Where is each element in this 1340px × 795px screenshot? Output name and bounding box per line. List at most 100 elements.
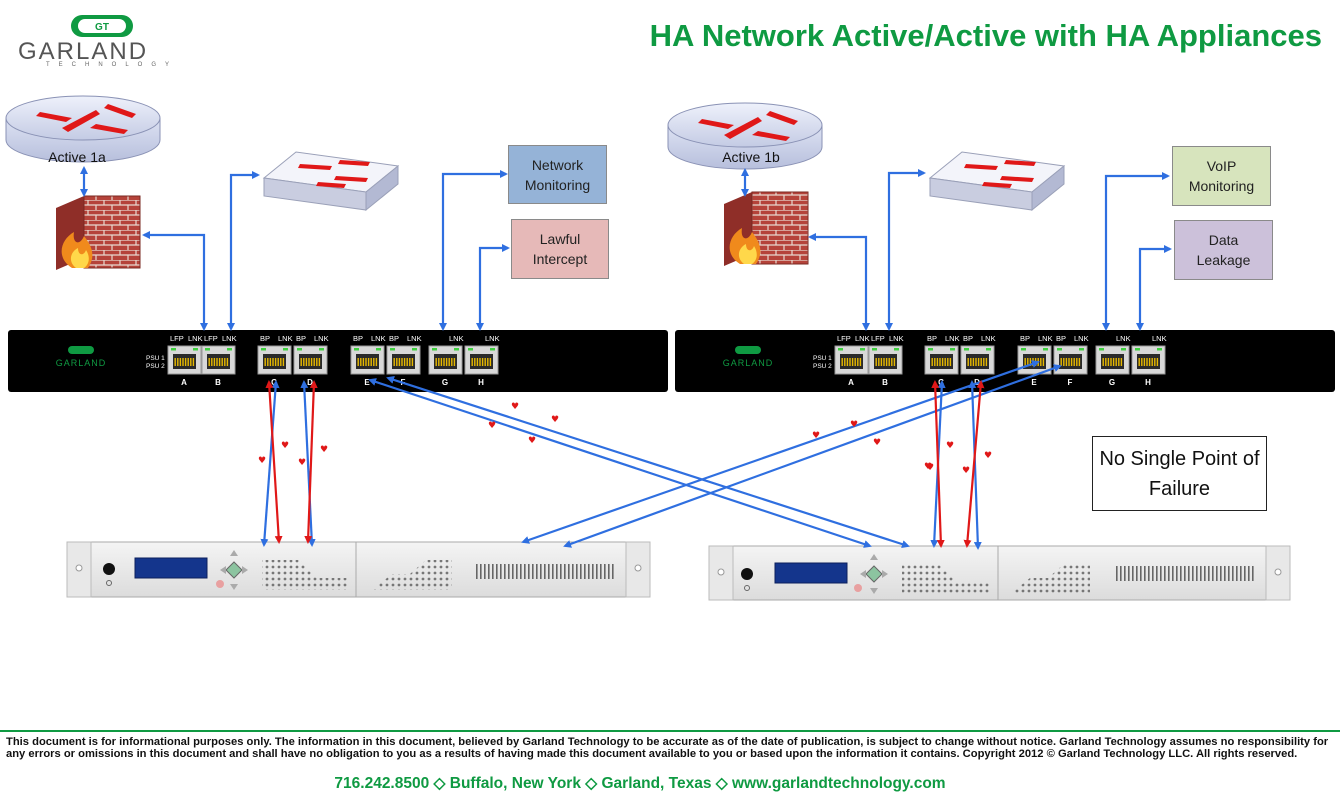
port-label: B: [215, 378, 221, 387]
port-top-label: LNK: [855, 334, 870, 343]
firewall-1b-icon: [724, 191, 809, 266]
psu-label: PSU 2: [813, 363, 832, 370]
footer-divider: [0, 730, 1340, 732]
port-label: G: [442, 378, 448, 387]
port-top-label: LFP: [170, 334, 184, 343]
psu-label: PSU 1: [146, 355, 165, 362]
heart-icon: ♥: [873, 438, 881, 448]
router-active-1a-icon: [5, 95, 161, 163]
power-button-left-icon: [103, 563, 115, 575]
page-title: HA Network Active/Active with HA Applian…: [649, 18, 1322, 53]
tool-lawful-intercept: Lawful Intercept: [511, 219, 609, 279]
port-top-label: LNK: [278, 334, 293, 343]
router-active-1b-icon: [667, 102, 823, 170]
heart-icon: ♥: [320, 445, 328, 455]
port-label: A: [181, 378, 187, 387]
heart-icon: ♥: [511, 402, 519, 412]
ha-appliance-right: [708, 545, 1291, 601]
port-label: G: [1109, 378, 1115, 387]
port-top-label: BP: [963, 334, 973, 343]
heart-icon: ♥: [528, 436, 536, 446]
port-top-label: LNK: [371, 334, 386, 343]
power-button-right-icon: [741, 568, 753, 580]
keypad-left-icon: [216, 550, 248, 590]
port-top-label: LFP: [837, 334, 851, 343]
network-diagram: Active 1a Network Monitoring Lawful Inte…: [5, 95, 1335, 601]
port-top-label: LNK: [1116, 334, 1131, 343]
blue-links: [80, 166, 1172, 550]
port-label: B: [882, 378, 888, 387]
tap-port-h: LNK H: [1131, 334, 1167, 387]
logo-badge-icon: GT: [71, 15, 133, 37]
heart-icon: ♥: [924, 462, 932, 472]
port-top-label: BP: [1020, 334, 1030, 343]
ha-appliance-left: [66, 541, 651, 598]
keypad-right-icon: [854, 554, 888, 594]
lcd-display-right: [774, 562, 848, 584]
heart-icon: ♥: [488, 421, 496, 431]
heart-icon: ♥: [984, 451, 992, 461]
port-top-label: BP: [927, 334, 937, 343]
psu-label: PSU 2: [146, 363, 165, 370]
heart-icon: ♥: [258, 456, 266, 466]
port-label: H: [478, 378, 484, 387]
firewall-1a-icon: [56, 195, 141, 270]
psu-label: PSU 1: [813, 355, 832, 362]
tap-port-g: LNK G: [1095, 334, 1131, 387]
port-top-label: LFP: [871, 334, 885, 343]
logo-word: GARLAND: [18, 38, 149, 65]
port-top-label: BP: [1056, 334, 1066, 343]
heart-icon: ♥: [298, 458, 306, 468]
port-top-label: LNK: [449, 334, 464, 343]
port-top-label: LFP: [204, 334, 218, 343]
heart-icon: ♥: [962, 466, 970, 476]
port-top-label: LNK: [222, 334, 237, 343]
port-top-label: BP: [260, 334, 270, 343]
tap-port-e: BP LNK E: [350, 334, 386, 387]
port-top-label: LNK: [981, 334, 996, 343]
heart-icon: ♥: [551, 415, 559, 425]
tool-network-monitoring: Network Monitoring: [508, 145, 607, 204]
heart-icon: ♥: [281, 441, 289, 451]
router-label-1a: Active 1a: [48, 149, 106, 165]
port-top-label: LNK: [1038, 334, 1053, 343]
port-top-label: LNK: [1074, 334, 1089, 343]
port-label: H: [1145, 378, 1151, 387]
tool-data-leakage: Data Leakage: [1174, 220, 1273, 280]
red-links: [265, 380, 985, 548]
logo-tagline: TECHNOLOGY: [46, 62, 179, 68]
switch-1a-icon: [262, 151, 400, 212]
tap-logo-text: GARLAND: [723, 358, 774, 368]
tap-port-b: LFP LNK B: [201, 334, 237, 387]
logo-badge-text: GT: [95, 22, 109, 33]
port-top-label: LNK: [889, 334, 904, 343]
port-top-label: LNK: [188, 334, 203, 343]
footer-contact: 716.242.8500 ◇ Buffalo, New York ◇ Garla…: [334, 775, 946, 792]
port-top-label: LNK: [1152, 334, 1167, 343]
port-top-label: LNK: [485, 334, 500, 343]
tap-logo-text: GARLAND: [56, 358, 107, 368]
heart-icon: ♥: [812, 431, 820, 441]
port-top-label: LNK: [314, 334, 329, 343]
switch-1b-icon: [928, 151, 1066, 212]
tool-voip-monitoring: VoIP Monitoring: [1172, 146, 1271, 206]
port-label: A: [848, 378, 854, 387]
tap-logo-icon: [68, 346, 94, 354]
port-label: E: [1031, 378, 1037, 387]
port-label: F: [1068, 378, 1073, 387]
heartbeat-markers: ♥♥♥♥♥♥♥♥♥♥♥♥♥♥♥♥: [258, 402, 992, 476]
heart-icon: ♥: [926, 463, 934, 473]
port-top-label: LNK: [407, 334, 422, 343]
port-label: E: [364, 378, 370, 387]
port-top-label: LNK: [945, 334, 960, 343]
router-label-1b: Active 1b: [722, 149, 780, 165]
tap-port-a: LFP LNK A: [167, 334, 203, 387]
tap-port-h: LNK H: [464, 334, 500, 387]
port-top-label: BP: [353, 334, 363, 343]
heart-icon: ♥: [946, 441, 954, 451]
footer-disclaimer: This document is for informational purpo…: [6, 736, 1329, 760]
